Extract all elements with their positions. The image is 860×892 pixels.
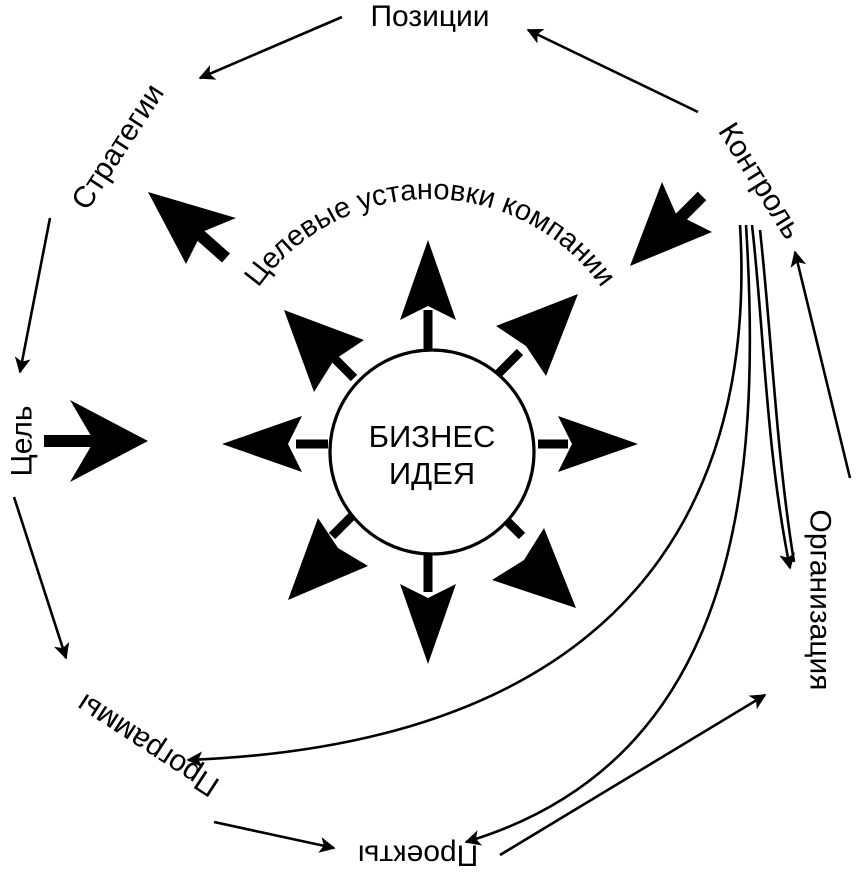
arrow-programs-to-projects <box>213 820 336 853</box>
curve-control-to-programs <box>186 224 743 768</box>
arrow-positions-to-strategies <box>198 15 343 80</box>
arrow-strategies-to-goal <box>14 217 52 374</box>
arrow-control-to-positions <box>526 28 699 114</box>
arrow-strategies-inward-head <box>148 192 236 264</box>
arrow-goal-inward-head <box>70 400 148 482</box>
curve-control-to-projects <box>464 224 752 846</box>
curve-control-to-organization-b <box>758 229 796 563</box>
center-label-line2: ИДЕЯ <box>389 456 475 491</box>
radial-arrow-se <box>492 528 576 608</box>
radial-shaft-ne <box>492 348 524 380</box>
radial-arrow-sw <box>288 518 368 600</box>
radial-arrow-nw <box>284 310 364 392</box>
label-positions: Позиции <box>370 0 489 33</box>
business-idea-circle <box>328 348 536 556</box>
arrow-projects-to-organization <box>499 693 767 857</box>
curve-control-to-organization-a <box>750 224 795 570</box>
label-projects: Проекты <box>358 839 478 872</box>
outer-cycle <box>12 15 852 857</box>
label-control: Контроль <box>712 117 809 245</box>
arrow-control-inward-head <box>630 182 712 266</box>
radial-arrow-e <box>558 416 638 472</box>
center-label-line1: БИЗНЕС <box>369 419 496 454</box>
label-goal: Цель <box>6 405 39 476</box>
radial-arrow-w <box>222 416 302 472</box>
arrow-organization-to-control <box>790 250 852 479</box>
center-group: БИЗНЕС ИДЕЯ <box>222 240 638 664</box>
label-programs: Программы <box>71 687 225 803</box>
inward-arrows <box>44 182 712 482</box>
radial-arrow-n <box>400 240 456 320</box>
radial-arrow-s <box>400 584 456 664</box>
arrow-goal-to-programs <box>12 496 70 660</box>
radial-arrow-ne <box>496 294 578 376</box>
label-organization: Организация <box>804 510 837 691</box>
